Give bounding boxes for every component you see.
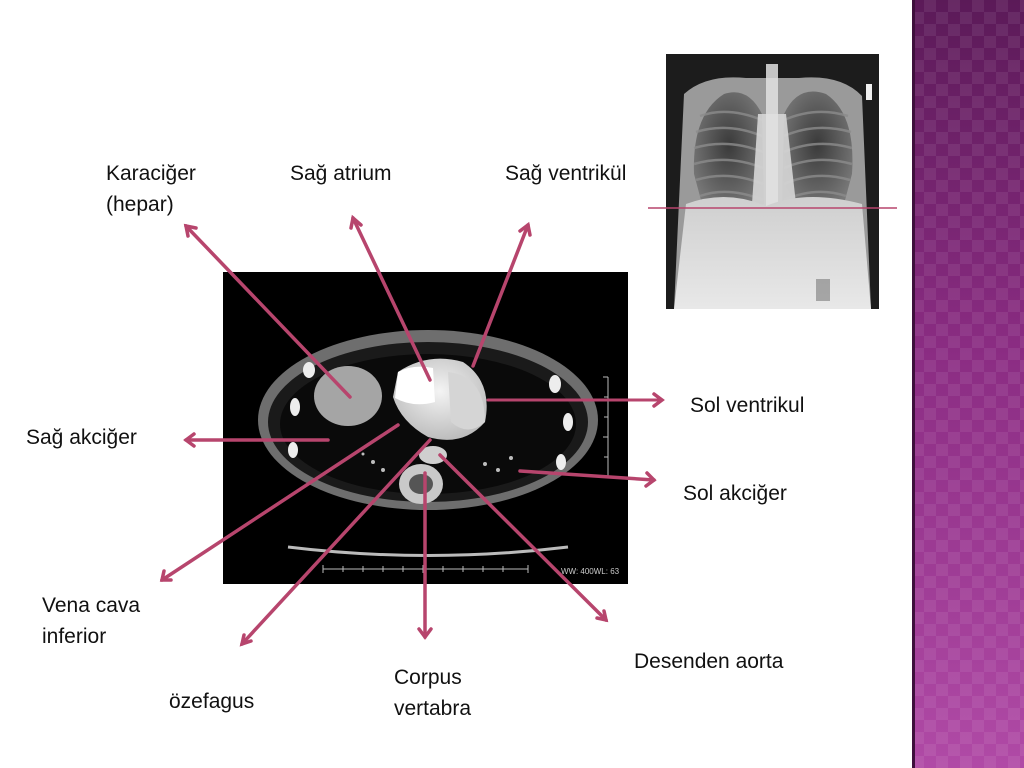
arrowhead-right-lung — [183, 432, 196, 448]
label-liver-line1: Karaciğer — [106, 162, 196, 185]
label-corpus-vertebra: Corpus vertabra — [394, 662, 471, 724]
label-vertebra-line2: vertabra — [394, 697, 472, 720]
label-descending-aorta: Desenden aorta — [634, 650, 784, 673]
arrowhead-descending-aorta — [595, 609, 609, 623]
arrowhead-vena-cava-inferior — [159, 569, 173, 582]
arrow-right-atrium — [351, 216, 432, 382]
chest-xray-image — [666, 54, 879, 309]
label-left-lung: Sol akciğer — [683, 482, 787, 505]
label-right-atrium: Sağ atrium — [290, 162, 392, 185]
label-liver: Karaciğer (hepar) — [106, 158, 196, 220]
decorative-side-panel — [912, 0, 1024, 768]
arrowhead-liver — [183, 223, 198, 238]
label-vertebra-line1: Corpus — [394, 666, 462, 689]
arrow-liver — [184, 224, 352, 399]
arrowhead-vertebra — [417, 627, 433, 640]
arrowhead-right-atrium — [349, 214, 363, 230]
arrowhead-left-lung — [644, 471, 657, 488]
label-left-ventricle: Sol ventrikul — [690, 394, 805, 417]
arrow-esophagus — [240, 438, 432, 646]
arrow-left-lung — [518, 469, 656, 482]
arrow-descending-aorta — [438, 453, 608, 622]
arrowhead-right-ventricle — [518, 221, 532, 237]
side-panel-edge — [912, 0, 915, 768]
label-right-lung: Sağ akciğer — [26, 426, 137, 449]
label-liver-line2: (hepar) — [106, 193, 174, 216]
arrow-right-ventricle — [471, 223, 530, 368]
arrowhead-esophagus — [239, 633, 253, 647]
label-vci-line1: Vena cava — [42, 594, 141, 617]
arrow-vena-cava-inferior — [160, 423, 400, 582]
label-right-ventricle: Sağ ventrikül — [505, 162, 627, 185]
label-esophagus: özefagus — [169, 690, 255, 713]
arrowhead-left-ventricle — [652, 392, 665, 408]
ct-window-level-text: WW: 400WL: 63 — [561, 567, 620, 576]
label-vena-cava-inferior: Vena cava inferior — [42, 590, 140, 652]
label-vci-line2: inferior — [42, 625, 107, 648]
